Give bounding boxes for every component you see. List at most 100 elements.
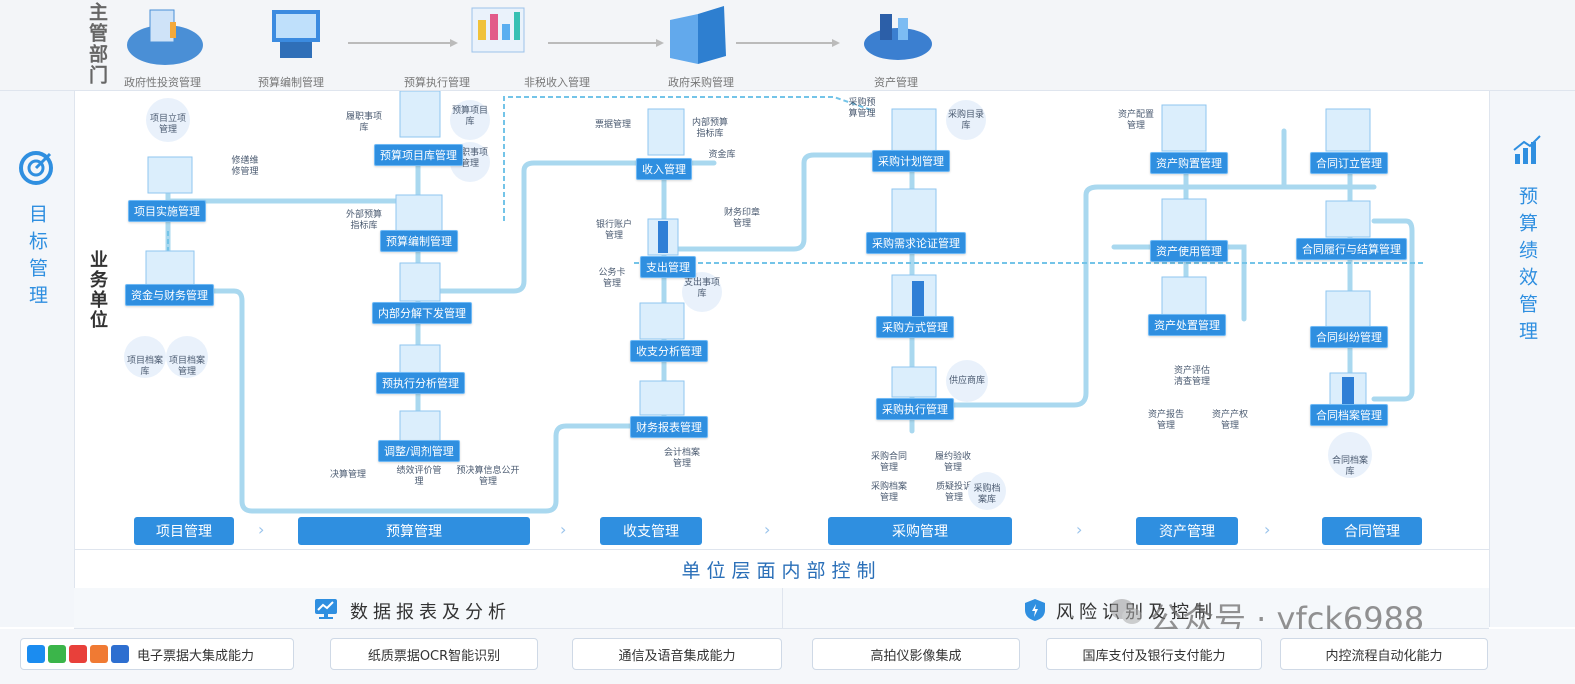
bubble-procure-archive xyxy=(968,472,1006,510)
top-illustrations xyxy=(127,6,932,65)
node-asset-purchase[interactable]: 资产购置管理 xyxy=(1150,152,1228,174)
bubble-supplier xyxy=(946,360,988,402)
capability-scanner[interactable]: 高拍仪影像集成 xyxy=(812,638,1020,670)
sub-supplier[interactable]: 供应商库 xyxy=(948,376,985,386)
sub-asset-config[interactable]: 资产配置管理 xyxy=(1118,110,1155,131)
category-income-expense[interactable]: 收支管理 xyxy=(600,517,702,545)
internal-control-title: 单位层面内部控制 xyxy=(681,559,882,582)
capability-ebill[interactable]: 电子票据大集成能力 xyxy=(20,638,294,670)
node-budget-prep[interactable]: 预算编制管理 xyxy=(380,230,458,252)
analysis-band xyxy=(74,588,1489,629)
node-asset-use[interactable]: 资产使用管理 xyxy=(1150,240,1228,262)
sub-expense-items[interactable]: 支出事项库 xyxy=(684,278,721,299)
category-asset[interactable]: 资产管理 xyxy=(1136,517,1238,545)
sub-procure-archive-mgmt[interactable]: 采购档案管理 xyxy=(870,482,907,503)
node-expense[interactable]: 支出管理 xyxy=(640,256,696,278)
sub-fund-pool[interactable]: 资金库 xyxy=(708,150,736,160)
node-asset-disposal[interactable]: 资产处置管理 xyxy=(1148,314,1226,336)
monitor-chart-icon xyxy=(315,599,337,619)
node-project-impl[interactable]: 项目实施管理 xyxy=(128,200,206,222)
wallet-icon xyxy=(90,645,108,663)
sub-asset-report[interactable]: 资产报告管理 xyxy=(1148,410,1185,431)
sub-duty-mgmt[interactable]: 履职事项管理 xyxy=(452,148,489,169)
unit-label: 业务单位 xyxy=(87,250,108,330)
left-column xyxy=(0,91,75,627)
bubble-budget-project-lib xyxy=(450,100,490,140)
top-item-asset: 资产管理 xyxy=(874,76,918,89)
capability-voice[interactable]: 通信及语音集成能力 xyxy=(572,638,782,670)
bubble-project-init xyxy=(146,98,190,142)
sub-perf-eval[interactable]: 绩效评价管理 xyxy=(396,466,442,487)
category-contract[interactable]: 合同管理 xyxy=(1322,517,1422,545)
chevron-icon: › xyxy=(258,520,265,539)
sub-budget-project-lib[interactable]: 预算项目库 xyxy=(452,106,489,127)
bubble-expense-items xyxy=(682,272,722,312)
sub-procure-archive[interactable]: 采购档案库 xyxy=(973,484,1001,505)
top-label: 主管部门 xyxy=(86,2,108,86)
node-financial-report[interactable]: 财务报表管理 xyxy=(630,416,708,438)
node-fund-finance[interactable]: 资金与财务管理 xyxy=(125,284,214,306)
sub-budget-disclosure[interactable]: 预决算信息公开管理 xyxy=(456,466,520,487)
node-contract-perform[interactable]: 合同履行与结算管理 xyxy=(1296,238,1407,260)
top-item-budget-exec: 预算执行管理 xyxy=(404,76,470,89)
capability-ocr[interactable]: 纸质票据OCR智能识别 xyxy=(330,638,538,670)
category-project[interactable]: 项目管理 xyxy=(134,517,234,545)
sub-procure-catalog[interactable]: 采购目录库 xyxy=(948,110,985,131)
sub-procure-contract[interactable]: 采购合同管理 xyxy=(870,452,907,473)
node-contract-sign[interactable]: 合同订立管理 xyxy=(1310,152,1388,174)
top-band xyxy=(0,0,1575,91)
sub-complaints[interactable]: 质疑投诉管理 xyxy=(935,482,972,503)
sub-asset-property[interactable]: 资产产权管理 xyxy=(1212,410,1249,431)
sub-final-accounts[interactable]: 决算管理 xyxy=(329,470,366,480)
invoice-icon xyxy=(69,645,87,663)
sub-internal-budget[interactable]: 内部预算指标库 xyxy=(691,118,728,139)
top-item-nontax: 非税收入管理 xyxy=(524,76,590,89)
node-budget-project-lib[interactable]: 预算项目库管理 xyxy=(374,144,463,166)
top-icon-exec xyxy=(471,7,525,53)
node-procure-exec[interactable]: 采购执行管理 xyxy=(876,398,954,420)
node-procure-demand[interactable]: 采购需求论证管理 xyxy=(866,232,966,254)
pay-icon xyxy=(111,645,129,663)
internal-control-band: 单位层面内部控制 xyxy=(74,549,1489,589)
node-income-analysis[interactable]: 收支分析管理 xyxy=(630,340,708,362)
sub-procure-budget[interactable]: 采购预算管理 xyxy=(848,98,876,119)
sub-repair[interactable]: 修缮维修管理 xyxy=(231,156,259,177)
wechat-watermark-icon xyxy=(1110,599,1142,624)
node-revenue[interactable]: 收入管理 xyxy=(636,158,692,180)
bubble-project-archive xyxy=(124,336,166,378)
sub-accounting-archive[interactable]: 会计档案管理 xyxy=(664,448,701,469)
chevron-icon: › xyxy=(560,520,567,539)
sub-external-budget[interactable]: 外部预算指标库 xyxy=(345,210,382,231)
sub-asset-eval[interactable]: 资产评估清查管理 xyxy=(1173,366,1210,387)
node-adjust[interactable]: 调整/调剂管理 xyxy=(378,440,460,462)
category-budget[interactable]: 预算管理 xyxy=(298,517,530,545)
top-item-procurement: 政府采购管理 xyxy=(668,76,734,89)
sub-bills[interactable]: 票据管理 xyxy=(594,120,631,130)
sub-project-archive[interactable]: 项目档案库 xyxy=(126,356,163,377)
node-contract-dispute[interactable]: 合同纠纷管理 xyxy=(1310,326,1388,348)
bubble-procure-catalog xyxy=(946,100,986,140)
target-icon xyxy=(19,151,53,185)
sub-seal[interactable]: 财务印章管理 xyxy=(724,208,761,229)
node-pre-exec[interactable]: 预执行分析管理 xyxy=(376,372,465,394)
sub-project-init[interactable]: 项目立项管理 xyxy=(149,114,186,135)
node-contract-archive[interactable]: 合同档案管理 xyxy=(1310,404,1388,426)
data-report-title[interactable]: 数据报表及分析 xyxy=(350,602,511,623)
node-procure-method[interactable]: 采购方式管理 xyxy=(876,316,954,338)
sub-bank-account[interactable]: 银行账户管理 xyxy=(596,220,633,241)
node-internal-dist[interactable]: 内部分解下发管理 xyxy=(372,302,472,324)
analysis-divider xyxy=(782,588,783,628)
node-procure-plan[interactable]: 采购计划管理 xyxy=(872,150,950,172)
top-icon-investment xyxy=(127,9,203,65)
capability-automation[interactable]: 内控流程自动化能力 xyxy=(1280,638,1488,670)
capability-payment[interactable]: 国库支付及银行支付能力 xyxy=(1046,638,1262,670)
chevron-icon: › xyxy=(1264,520,1271,539)
category-procurement[interactable]: 采购管理 xyxy=(828,517,1012,545)
right-column xyxy=(1489,91,1575,627)
sub-official-card[interactable]: 公务卡管理 xyxy=(598,268,626,289)
sub-duty-items[interactable]: 履职事项库 xyxy=(346,112,383,133)
sub-acceptance[interactable]: 履约验收管理 xyxy=(934,452,971,473)
sub-project-archive-mgmt[interactable]: 项目档案管理 xyxy=(168,356,205,377)
left-label: 目标管理 xyxy=(26,204,48,312)
sub-contract-archive[interactable]: 合同档案库 xyxy=(1331,456,1368,477)
